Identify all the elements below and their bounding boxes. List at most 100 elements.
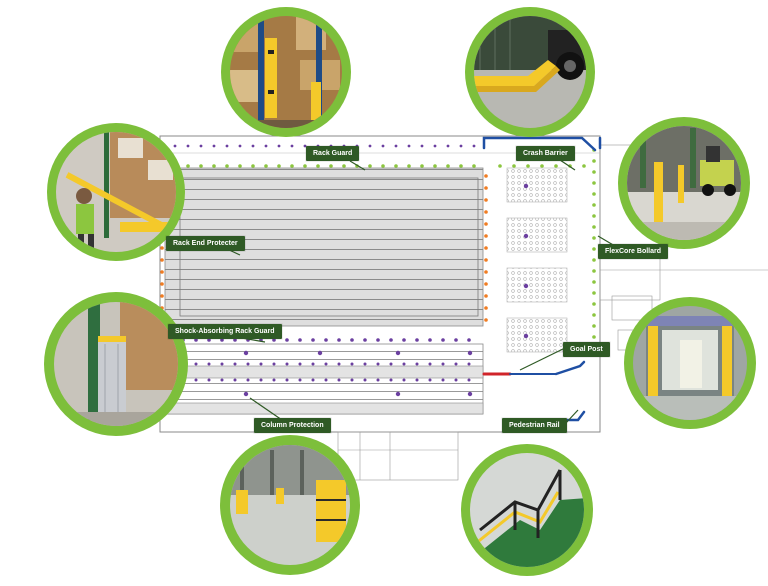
bollard-dot <box>277 164 281 168</box>
bollard-dot <box>484 282 488 286</box>
bollard-dot <box>592 291 596 295</box>
bollard-dot <box>592 170 596 174</box>
bollard-dot <box>454 378 458 382</box>
bollard-dot <box>207 338 211 342</box>
bollard-dot <box>194 362 198 366</box>
bollard-dot <box>484 234 488 238</box>
bollard-dot <box>259 378 263 382</box>
bollard-dot <box>160 294 164 298</box>
bollard-dot <box>272 378 276 382</box>
bollard-dot <box>592 225 596 229</box>
bollard-dot <box>290 144 294 148</box>
bollard-dot <box>285 378 289 382</box>
bollard-dot <box>407 144 411 148</box>
bollard-dot <box>459 164 463 168</box>
bollard-dot <box>540 164 544 168</box>
bollard-dot <box>225 144 229 148</box>
bollard-dot <box>316 164 320 168</box>
bollard-dot <box>212 164 216 168</box>
bollard-dot <box>324 338 328 342</box>
bollard-dot <box>415 362 419 366</box>
bollard-dot <box>194 338 198 342</box>
bollard-dot <box>160 282 164 286</box>
bollard-dot <box>246 378 250 382</box>
bollard-dot <box>454 362 458 366</box>
bollard-dot <box>484 210 488 214</box>
bollard-dot <box>342 164 346 168</box>
bollard-dot <box>592 181 596 185</box>
bollard-dot <box>251 164 255 168</box>
bollard-dot <box>160 246 164 250</box>
bollard-dot <box>582 164 586 168</box>
bollard-dot <box>484 246 488 250</box>
bollard-dot <box>277 144 281 148</box>
column-protection-label: Column Protection <box>254 418 331 433</box>
bollard-dot <box>498 164 502 168</box>
bollard-dot <box>285 362 289 366</box>
bollard-dot <box>303 144 307 148</box>
bollard-dot <box>484 258 488 262</box>
bollard-dot <box>251 144 255 148</box>
bollard-dot <box>350 338 354 342</box>
bollard-dot <box>592 192 596 196</box>
bollard-dot <box>484 270 488 274</box>
bollard-dot <box>484 186 488 190</box>
goal-post-photo <box>624 297 756 429</box>
bollard-dot <box>363 378 367 382</box>
bollard-dot <box>324 362 328 366</box>
bollard-dot <box>467 378 471 382</box>
bollard-dot <box>592 335 596 339</box>
bollard-dot <box>194 378 198 382</box>
bollard-dot <box>459 144 463 148</box>
bollard-dot <box>554 164 558 168</box>
bollard-dot <box>220 338 224 342</box>
bollard-dot <box>484 294 488 298</box>
bollard-dot <box>402 338 406 342</box>
bollard-dot <box>186 144 190 148</box>
column-protection-photo <box>220 435 360 575</box>
bollard-dot <box>592 324 596 328</box>
bollard-dot <box>415 338 419 342</box>
bollard-dot <box>212 144 216 148</box>
bollard-dot <box>337 338 341 342</box>
bollard-dot <box>298 338 302 342</box>
bollard-dot <box>592 280 596 284</box>
bollard-dot <box>207 362 211 366</box>
bollard-dot <box>420 144 424 148</box>
bollard-dot <box>337 378 341 382</box>
bollard-dot <box>484 174 488 178</box>
bollard-dot <box>433 144 437 148</box>
bollard-dot <box>173 144 177 148</box>
bollard-dot <box>428 378 432 382</box>
bollard-dot <box>402 378 406 382</box>
bollard-dot <box>484 222 488 226</box>
bollard-dot <box>207 378 211 382</box>
bollard-dot <box>441 378 445 382</box>
bollard-dot <box>415 378 419 382</box>
bollard-dot <box>238 144 242 148</box>
bollard-dot <box>259 362 263 366</box>
bollard-dot <box>420 164 424 168</box>
bollard-dot <box>381 144 385 148</box>
bollard-dot <box>526 164 530 168</box>
bollard-dot <box>233 378 237 382</box>
bollard-dot <box>484 318 488 322</box>
bollard-dot <box>220 362 224 366</box>
bollard-dot <box>592 214 596 218</box>
bollard-dot <box>246 362 250 366</box>
pedestrian-rail-photo <box>461 444 593 576</box>
bollard-dot <box>389 362 393 366</box>
bollard-dot <box>592 159 596 163</box>
bollard-dot <box>272 362 276 366</box>
rack-end-protector-label: Rack End Protecter <box>166 236 245 251</box>
bollard-dot <box>272 338 276 342</box>
bollard-dot <box>238 164 242 168</box>
bollard-dot <box>592 203 596 207</box>
bollard-dot <box>329 164 333 168</box>
bollard-dot <box>407 164 411 168</box>
bollard-dot <box>376 378 380 382</box>
bollard-dot <box>363 362 367 366</box>
goal-post-label: Goal Post <box>563 342 610 357</box>
